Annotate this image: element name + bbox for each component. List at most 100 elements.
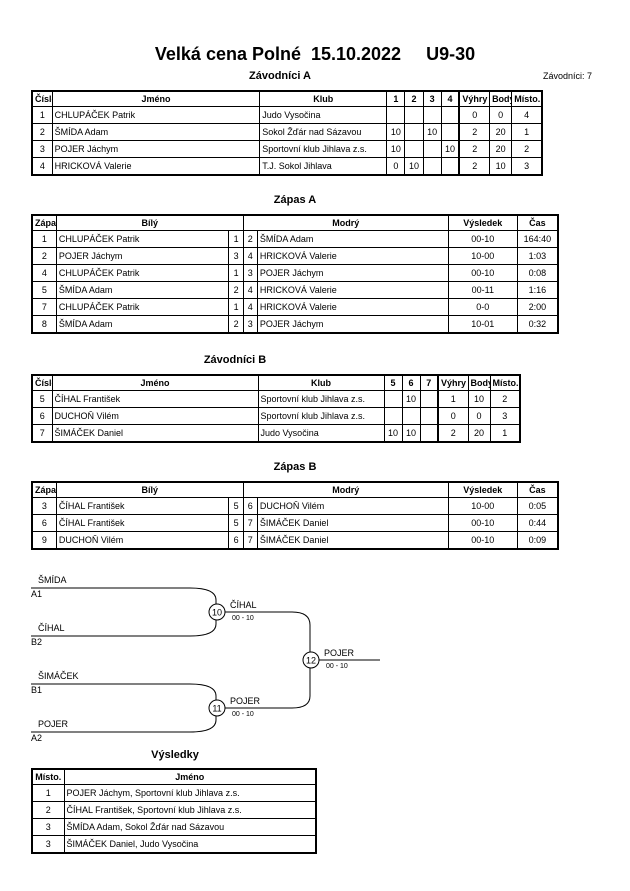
cell-place: 1 <box>489 424 521 443</box>
cell-blue: ŠIMÁČEK Daniel <box>256 531 449 550</box>
competitor-count: Závodníci: 7 <box>543 71 593 81</box>
cell-bn: 7 <box>242 531 258 550</box>
cell-name: DUCHOŇ Vilém <box>51 407 259 425</box>
cell-s7 <box>419 407 439 425</box>
header-row: Místo.Jméno <box>31 768 317 785</box>
column-header: Jméno <box>63 768 317 785</box>
group-b-table: ČísloJménoKlub567VýhryBodyMísto. 5ČÍHAL … <box>31 374 521 443</box>
cell-time: 0:09 <box>516 531 559 550</box>
cell-s4: 10 <box>440 140 461 158</box>
cell-m: 7 <box>31 298 57 316</box>
match-12-number: 12 <box>306 656 316 666</box>
cell-name: POJER Jáchym, Sportovní klub Jihlava z.s… <box>63 784 317 802</box>
cell-no: 4 <box>31 157 53 176</box>
cell-white: CHLUPÁČEK Patrik <box>55 298 230 316</box>
column-header: Místo. <box>31 768 65 785</box>
cell-m: 5 <box>31 281 57 299</box>
group-b-heading: Závodníci B <box>203 354 267 366</box>
cell-wn: 5 <box>228 514 244 532</box>
cell-wn: 1 <box>228 298 244 316</box>
match-11-number: 11 <box>212 704 221 714</box>
cell-wn: 6 <box>228 531 244 550</box>
cell-place: 1 <box>31 784 65 802</box>
cell-time: 0:44 <box>516 514 559 532</box>
cell-m: 8 <box>31 315 57 334</box>
match-11-winner: POJER <box>230 696 261 706</box>
bracket-slot-2-name: ČÍHAL <box>38 623 65 633</box>
cell-m: 6 <box>31 514 57 532</box>
cell-place: 3 <box>31 835 65 854</box>
cell-name: ŠIMÁČEK Daniel, Judo Vysočina <box>63 835 317 854</box>
group-a-heading: Závodníci A <box>249 70 311 82</box>
match-12-score: 00 - 10 <box>326 663 348 670</box>
bracket-slot-4-name: POJER <box>38 719 69 729</box>
cell-s4 <box>440 157 461 176</box>
cell-blue: ŠIMÁČEK Daniel <box>256 514 449 532</box>
cell-time: 2:00 <box>516 298 559 316</box>
cell-res: 00-10 <box>447 531 518 550</box>
bracket-slot-4-seed: A2 <box>31 733 43 743</box>
header-row: ZápasBílýModrýVýsledekČas <box>31 481 559 498</box>
cell-wn: 2 <box>228 315 244 334</box>
cell-no: 3 <box>31 140 53 158</box>
cell-white: ŠMÍDA Adam <box>55 315 230 334</box>
cell-place: 2 <box>511 140 543 158</box>
cell-blue: POJER Jáchym <box>256 315 449 334</box>
match-10-score: 00 - 10 <box>232 615 254 622</box>
cell-time: 0:32 <box>516 315 559 334</box>
bracket-slot-1-name: ŠMÍDA <box>38 575 67 585</box>
results-heading: Výsledky <box>151 749 199 761</box>
bracket-slot-3-name: ŠIMÁČEK <box>38 671 79 681</box>
cell-wins: 2 <box>437 424 469 443</box>
match-12-winner: POJER <box>324 648 355 658</box>
match-11-score: 00 - 10 <box>232 711 254 718</box>
cell-res: 10-01 <box>447 315 518 334</box>
cell-res: 00-10 <box>447 514 518 532</box>
bracket-slot-1-seed: A1 <box>31 589 43 599</box>
cell-name: ČÍHAL František, Sportovní klub Jihlava … <box>63 801 317 819</box>
cell-s7 <box>419 424 439 443</box>
cell-place: 3 <box>489 407 521 425</box>
cell-bn: 7 <box>242 514 258 532</box>
cell-m: 9 <box>31 531 57 550</box>
cell-name: ŠMÍDA Adam, Sokol Žďár nad Sázavou <box>63 818 317 836</box>
column-header: Zápas <box>31 481 57 498</box>
column-header: Místo. <box>511 90 543 107</box>
cell-place: 3 <box>31 818 65 836</box>
cell-club: Judo Vysočina <box>257 424 385 443</box>
bracket-slot-2-seed: B2 <box>31 637 43 647</box>
cell-club: Sportovní klub Jihlava z.s. <box>259 140 388 158</box>
header-row: ČísloJménoKlub567VýhryBodyMísto. <box>31 374 521 391</box>
matches-a-heading: Zápas A <box>273 194 317 206</box>
page-title: Velká cena Polné 15.10.2022 U9-30 <box>154 44 476 64</box>
bracket-slot-3-seed: B1 <box>31 685 43 695</box>
cell-bn: 4 <box>242 298 258 316</box>
cell-name: ŠIMÁČEK Daniel <box>51 424 259 443</box>
cell-wn: 3 <box>228 247 244 265</box>
cell-place: 3 <box>511 157 543 176</box>
cell-bn: 3 <box>242 315 258 334</box>
match-10-winner: ČÍHAL <box>230 600 257 610</box>
